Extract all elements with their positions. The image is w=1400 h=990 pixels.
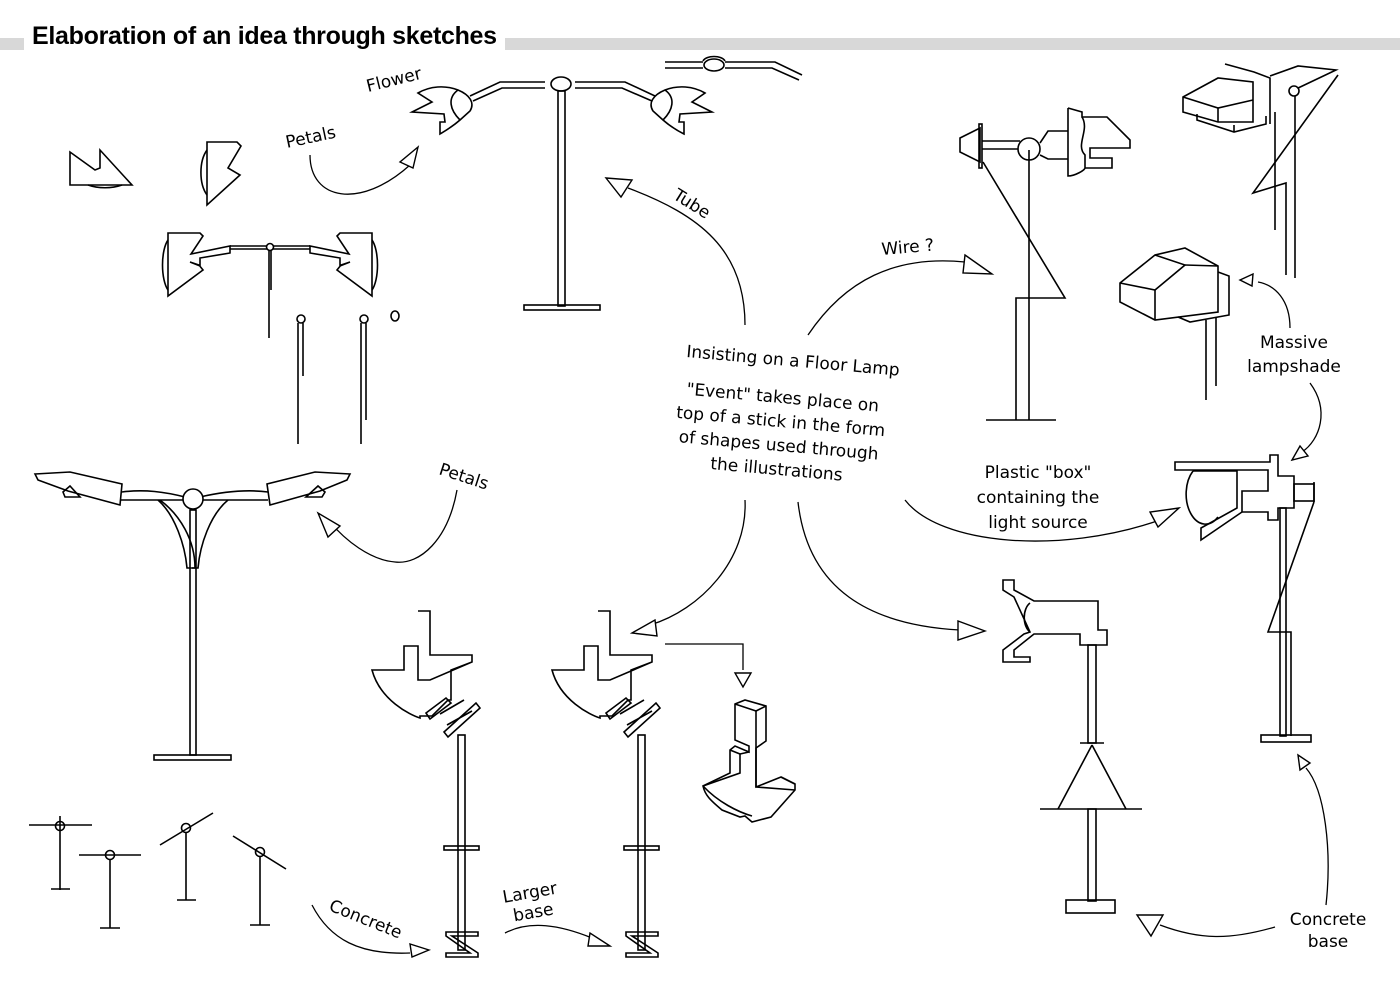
svg-text:Massive: Massive [1260,333,1328,353]
label-concrete-base: Concrete base [1290,910,1367,952]
central-description: "Event" takes place on top of a stick in… [675,380,886,486]
label-tube: Tube [669,185,714,224]
label-petals-top: Petals [284,123,338,153]
arrow-concrete-base-up [1305,767,1329,906]
arrow-plastic-box [904,499,1161,542]
arrowhead-icon [604,177,634,199]
arrow-massive-lampshade [1257,281,1291,329]
arrow-concrete-base-left [1159,924,1276,938]
label-plastic-box: Plastic "box" containing the light sourc… [977,463,1100,533]
arrow-to-middle-lamp [649,499,746,626]
arrowhead-icon [1290,444,1310,462]
box-lamp-sketch-top [1182,63,1339,278]
svg-text:lampshade: lampshade [1247,357,1341,377]
arrowhead-icon [957,619,988,641]
arrowhead-icon [1238,272,1254,288]
arrowhead-icon [316,511,342,539]
arrow-concrete [311,904,411,954]
svg-text:Plastic "box": Plastic "box" [985,463,1092,483]
petals-lamp-sketch [33,471,352,761]
page-title: Elaboration of an idea through sketches [24,22,505,51]
arrowhead-icon [398,145,420,169]
svg-text:base: base [1308,932,1349,952]
label-wire: Wire ? [881,235,935,260]
arrow-massive-to-lamp [1301,382,1322,453]
arrowhead-icon [733,672,753,689]
arrowhead-icon [1148,506,1182,529]
arrow-larger-base [504,924,593,939]
arrow-petals-bottom [329,489,458,563]
label-larger-base: Larger base [501,879,558,927]
arrow-to-cone-lamp [797,501,961,631]
label-flower: Flower [364,64,423,97]
double-petal-lamp-sketch [161,232,379,338]
cone-lamp-sketch [1002,579,1142,914]
box-lamp-sketch-middle [1119,247,1230,400]
arrowhead-icon [962,253,995,275]
stick-sketches [296,310,400,444]
side-lamp-sketch [1174,454,1315,743]
petal-sketch-2 [200,141,243,207]
arrowhead-icon [1135,914,1165,938]
l-shape-lamp-sketch-1 [370,610,482,958]
arrowhead-icon [629,618,658,637]
label-petals-bottom: Petals [436,460,491,495]
label-massive-lampshade: Massive lampshade [1247,333,1341,377]
3d-l-shape-sketch [702,699,796,823]
flower-lamp-sketch [408,76,716,311]
tube-detail-sketch [665,55,803,81]
arrowhead-icon [587,931,613,947]
svg-text:light source: light source [988,513,1088,533]
arrow-to-3d-shape [665,643,744,670]
central-title: Insisting on a Floor Lamp [686,342,901,381]
arrow-petals-top [309,154,411,195]
arrowhead-icon [409,942,432,958]
arrow-wire [807,260,966,336]
svg-text:Concrete: Concrete [1290,910,1367,930]
svg-text:containing the: containing the [977,488,1100,508]
small-stick-sketches [29,812,287,929]
l-shape-lamp-sketch-2 [550,610,662,958]
arrow-tube [627,187,746,326]
wire-lamp-sketch [959,107,1131,421]
petal-sketch-1 [69,147,134,189]
arrowhead-icon [1297,753,1312,772]
